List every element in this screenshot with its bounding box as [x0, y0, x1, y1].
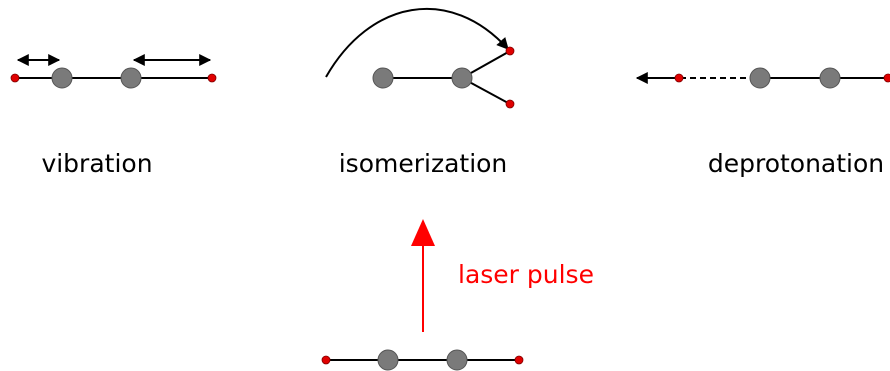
heavy-atom — [120, 67, 142, 89]
hydrogen-atom — [505, 46, 515, 56]
hydrogen-atom — [514, 355, 524, 365]
hydrogen-atom — [505, 99, 515, 109]
hydrogen-atom — [321, 355, 331, 365]
heavy-atom — [446, 349, 468, 371]
heavy-atom — [377, 349, 399, 371]
deprotonation-label: deprotonation — [708, 149, 884, 178]
heavy-atom — [372, 67, 394, 89]
hydrogen-atom — [10, 73, 20, 83]
vibration-molecule — [10, 54, 217, 89]
heavy-atom — [819, 67, 841, 89]
laser-pulse-arrow — [411, 219, 435, 332]
ground-state-molecule — [321, 349, 524, 371]
heavy-atom — [51, 67, 73, 89]
isomerization-label: isomerization — [339, 149, 508, 178]
heavy-atom — [451, 67, 473, 89]
hydrogen-atom — [883, 73, 890, 83]
isomerization-arc-arrow — [325, 7, 509, 78]
heavy-atom — [749, 67, 771, 89]
vibration-label: vibration — [41, 149, 152, 178]
hydrogen-atom — [207, 73, 217, 83]
laser-pulse-label: laser pulse — [458, 260, 594, 289]
isomerization-molecule — [325, 7, 515, 109]
deprotonation-molecule — [635, 67, 890, 89]
laser-arrow-head — [411, 219, 435, 246]
hydrogen-atom — [674, 73, 684, 83]
